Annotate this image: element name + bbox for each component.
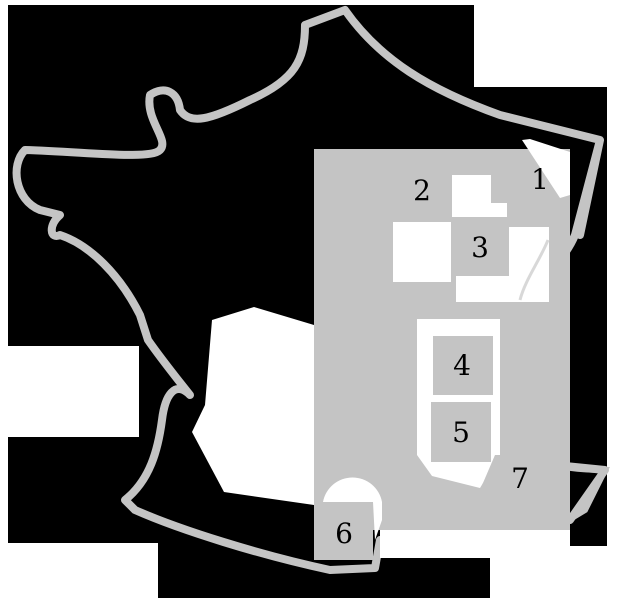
highlight-region-6-arc [323, 477, 382, 540]
region-6-box [314, 502, 373, 560]
highlight-bottom-strip [380, 530, 570, 558]
highlight-west [192, 307, 314, 505]
france-outline [12, 6, 609, 574]
highlight-region-3-bottom [456, 276, 549, 302]
region-7-block [480, 455, 570, 530]
highlight-region-2a [452, 175, 507, 217]
river-line [518, 239, 550, 301]
region-label-1: 1 [531, 163, 549, 196]
region-label-7: 7 [511, 462, 529, 495]
region-label-2: 2 [413, 174, 431, 207]
region-label-3: 3 [471, 231, 489, 264]
region-label-4: 4 [453, 349, 471, 382]
region-label-5: 5 [452, 416, 470, 449]
region-4-box [433, 336, 493, 395]
region-5-box [431, 402, 491, 462]
region-label-6: 6 [335, 517, 353, 550]
highlight-northeast-corner [522, 139, 570, 198]
highlight-region-2b [393, 222, 451, 282]
